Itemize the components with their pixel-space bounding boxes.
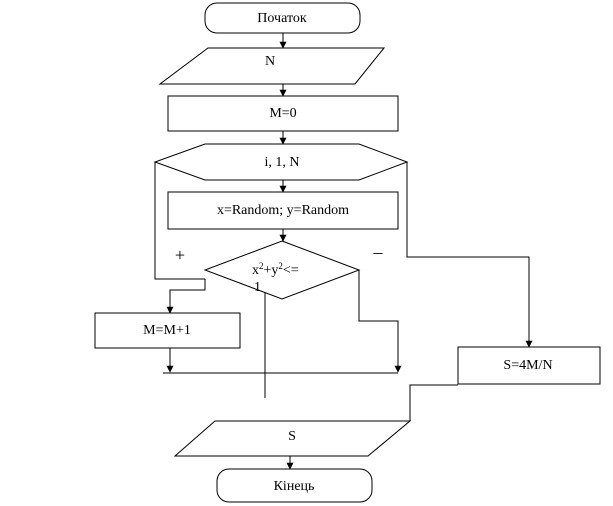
assign-shape [167,191,399,230]
branch-yes-label: + [175,245,185,265]
assign-block: x=Random; y=Random [167,191,399,230]
init-shape [167,95,399,132]
condition-x-exp: 2 [259,261,264,271]
condition-y-exp: 2 [278,261,283,271]
condition-y: y [271,263,278,278]
loop-label: i, 1, N [265,155,300,170]
increment-label: M=M+1 [143,323,191,338]
input-label: N [265,54,275,69]
assign-label: x=Random; y=Random [217,203,349,218]
condition-rhs: 1 [254,280,261,295]
loop-back-line [154,162,205,280]
arrow-condition-no [358,270,402,373]
condition-plus: + [264,263,272,278]
condition-text: x2+y2<= [252,261,299,278]
end-shape [216,468,373,503]
init-label: M=0 [269,106,296,121]
end-terminator: Кінець [216,468,373,503]
connector-lines [154,33,533,470]
result-label: S=4M/N [503,358,552,373]
increment-block: M=M+1 [94,312,241,349]
result-block: S=4M/N [457,346,601,385]
increment-shape [94,312,241,349]
input-block: N [158,47,386,85]
condition-x: x [252,263,259,278]
start-label: Початок [257,11,307,26]
branch-no-label: – [373,242,384,262]
arrow-condition-yes [166,279,206,314]
condition-rel: <= [283,263,299,278]
arrow-loop-exit [406,162,533,348]
result-shape [457,346,601,385]
end-label: Кінець [274,479,315,494]
condition-block: x2+y2<= 1 [203,240,361,300]
condition-shape [203,240,361,300]
start-shape [204,2,361,34]
output-label: S [288,429,296,444]
input-shape [158,47,386,85]
output-block: S [173,420,412,457]
init-block: M=0 [167,95,399,132]
loop-shape [153,143,409,181]
output-shape [173,420,412,457]
loop-block: i, 1, N [153,143,409,181]
start-terminator: Початок [204,2,361,34]
line-result-to-output [409,384,458,421]
